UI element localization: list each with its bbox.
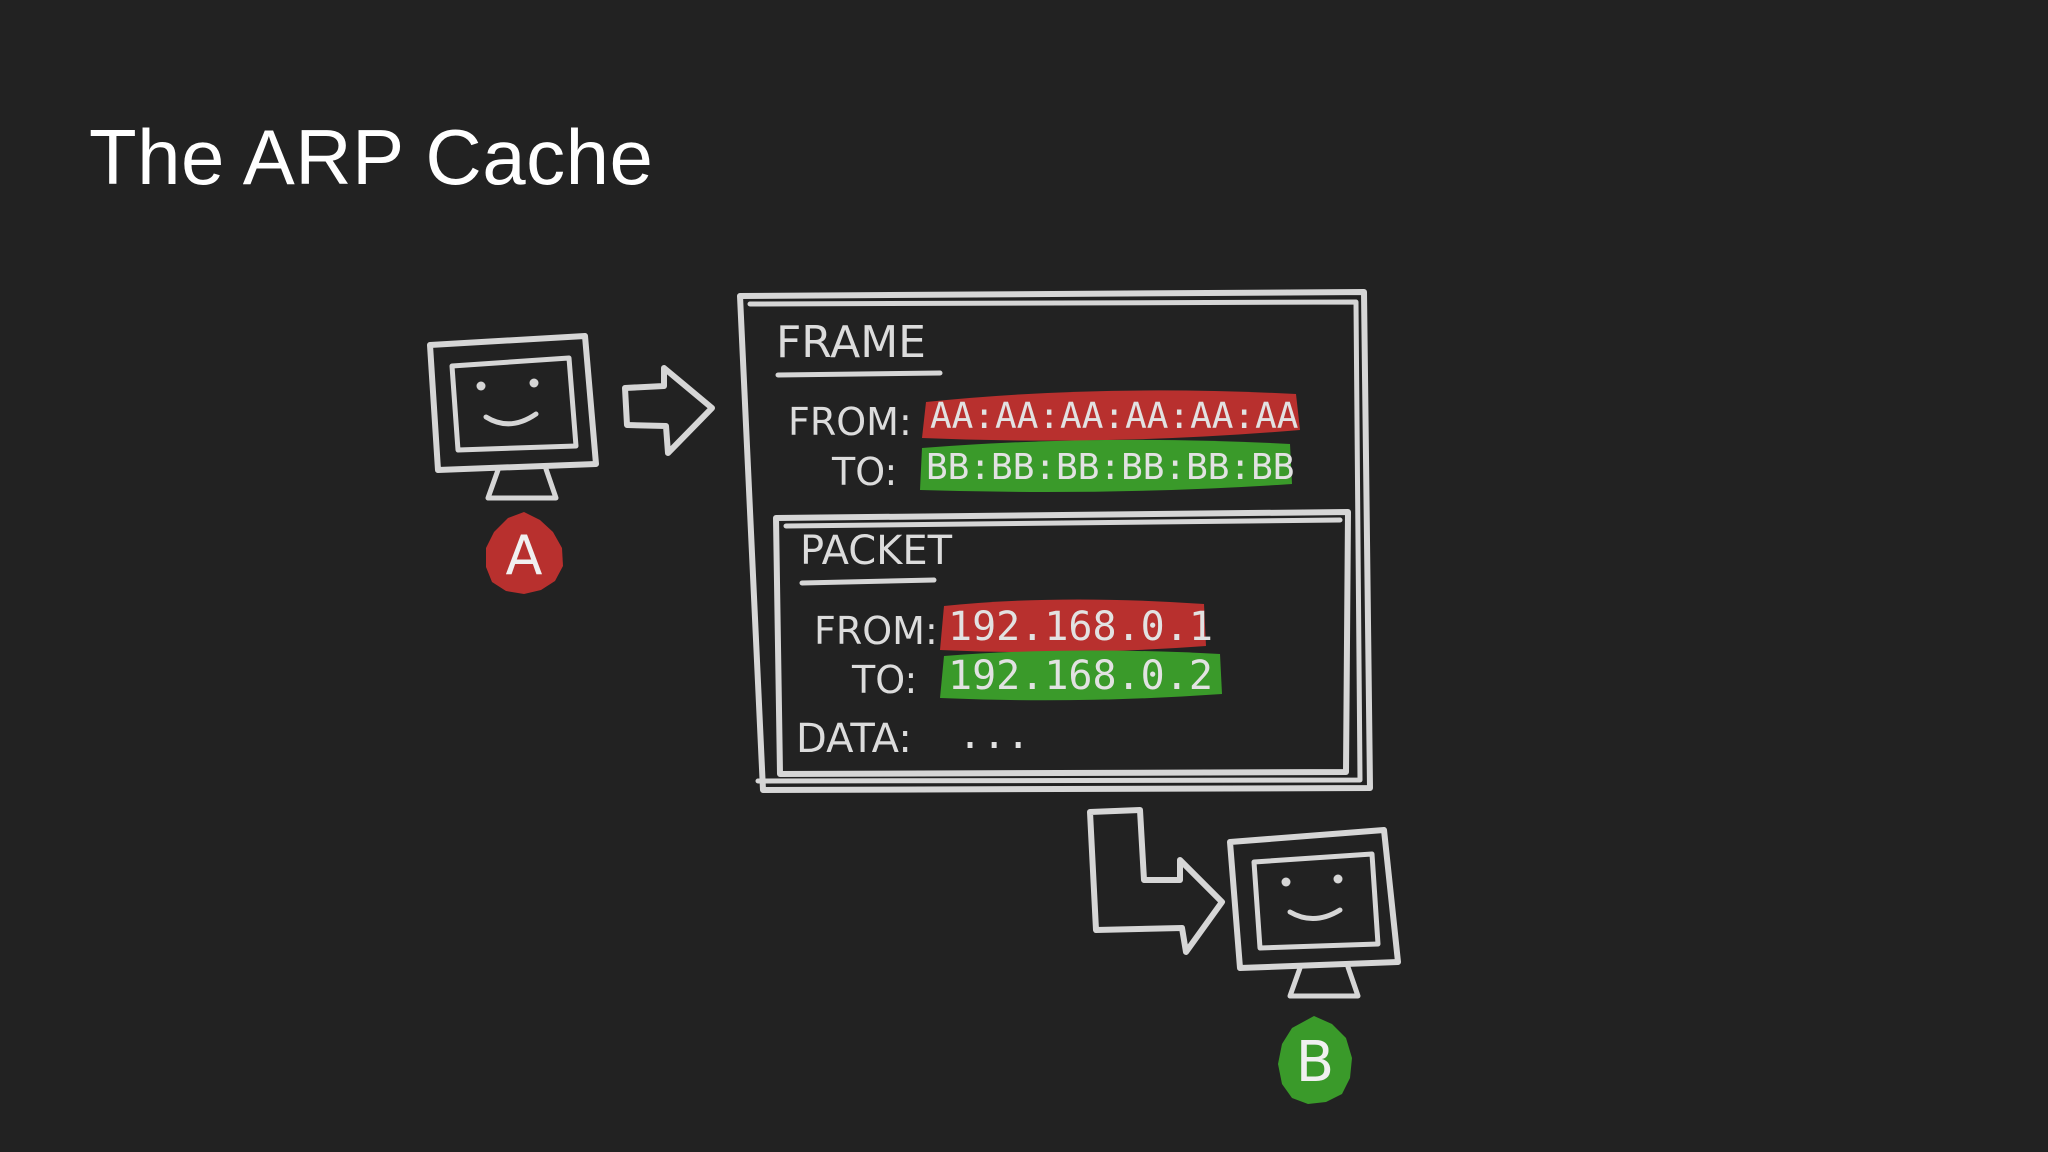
receiver-badge: B bbox=[1278, 1016, 1352, 1104]
frame-to-value: BB:BB:BB:BB:BB:BB bbox=[926, 447, 1294, 488]
sender-label: A bbox=[506, 524, 543, 587]
sender-badge-blob bbox=[486, 512, 563, 594]
smiling-computer-monitor-icon bbox=[1227, 827, 1401, 999]
frame-to-label: TO: bbox=[831, 450, 897, 494]
frame-from-highlight bbox=[922, 390, 1300, 441]
packet-title: PACKET bbox=[800, 528, 953, 574]
packet-from-label: FROM: bbox=[814, 609, 938, 653]
receiver-label: B bbox=[1296, 1030, 1334, 1095]
packet-data-label: DATA: bbox=[796, 716, 912, 762]
smiling-computer-monitor-icon bbox=[427, 333, 599, 501]
packet-data-value: ... bbox=[958, 712, 1030, 758]
frame-from-value: AA:AA:AA:AA:AA:AA bbox=[930, 396, 1299, 437]
down-right-arrow-icon bbox=[1087, 807, 1225, 955]
packet-to-highlight bbox=[940, 650, 1222, 701]
computer-b: B bbox=[1227, 827, 1401, 1104]
packet-title-underline bbox=[799, 577, 937, 586]
slide-title: The ARP Cache bbox=[89, 113, 654, 201]
frame-title-underline bbox=[775, 370, 943, 378]
computer-a: A bbox=[427, 333, 599, 594]
frame-box: FRAME FROM: AA:AA:AA:AA:AA:AA TO: BB:BB:… bbox=[737, 289, 1373, 793]
frame-from-label: FROM: bbox=[788, 400, 912, 444]
packet-box: PACKET FROM: 192.168.0.1 TO: 192.168.0.2… bbox=[773, 509, 1351, 777]
sender-badge: A bbox=[486, 512, 563, 594]
packet-from-highlight bbox=[940, 599, 1206, 653]
packet-to-label: TO: bbox=[851, 658, 917, 702]
packet-from-value: 192.168.0.1 bbox=[948, 604, 1213, 650]
packet-to-value: 192.168.0.2 bbox=[948, 653, 1213, 699]
frame-to-highlight bbox=[920, 439, 1292, 492]
frame-title: FRAME bbox=[776, 317, 926, 368]
right-arrow-icon bbox=[622, 365, 715, 456]
receiver-badge-blob bbox=[1278, 1016, 1352, 1104]
